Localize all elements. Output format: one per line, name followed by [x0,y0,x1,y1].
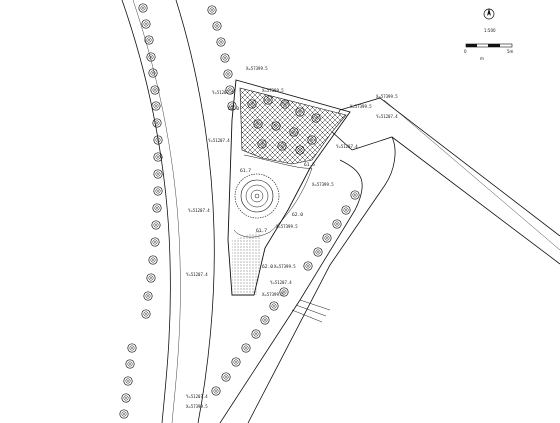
circular-plaza [234,173,280,219]
elevation-labels: 61.7 62.0 61.7 62.0 62.0 61.5 [228,106,315,270]
coord-label: Y=51207.4 [376,114,398,119]
north-arrow-icon [483,8,495,20]
coord-label: X=57399.5 [262,88,284,93]
elevation-label: 61.5 [304,162,315,168]
coord-label: Y=51207.4 [186,394,208,399]
coord-label: Y=51207.4 [270,280,292,285]
elevation-label: 62.0 [292,212,303,218]
elevation-label: 61.7 [240,168,251,174]
coord-label: X=57399.5 [350,104,372,109]
dotted-planting [232,230,262,295]
elevation-label: 62.0 [228,106,239,112]
diagonal-road-right [329,97,560,265]
coord-label: Y=51207.4 [212,90,234,95]
coord-label: X=57399.5 [276,224,298,229]
coordinate-labels: X=57399.5 Y=51207.4 X=57399.5 Y=51207.4 … [186,66,398,409]
curved-road-left [121,0,215,423]
coord-label: X=57399.5 [376,94,398,99]
coord-label: X=57399.5 [274,264,296,269]
coord-label: Y=51207.4 [188,208,210,213]
scale-ratio: 1:500 [484,28,496,33]
hatched-plaza [239,87,347,165]
coord-label: Y=51207.4 [336,144,358,149]
park-plot [227,79,351,296]
road-southwest [219,136,396,423]
tree-row-left [119,3,163,419]
coord-label: Y=51207.4 [208,138,230,143]
coord-label: X=57399.5 [186,404,208,409]
coord-label: X=57399.5 [312,182,334,187]
coord-label: X=57399.5 [246,66,268,71]
elevation-label: 61.7 [256,228,267,234]
coord-label: Y=51207.4 [186,272,208,277]
elevation-label: 62.0 [262,264,273,270]
scale-bar [465,43,513,48]
scale-start: 0 [464,49,467,54]
scale-unit: m [480,56,484,61]
scale-end: 5m [507,49,514,54]
coord-label: X=57399.5 [262,292,284,297]
